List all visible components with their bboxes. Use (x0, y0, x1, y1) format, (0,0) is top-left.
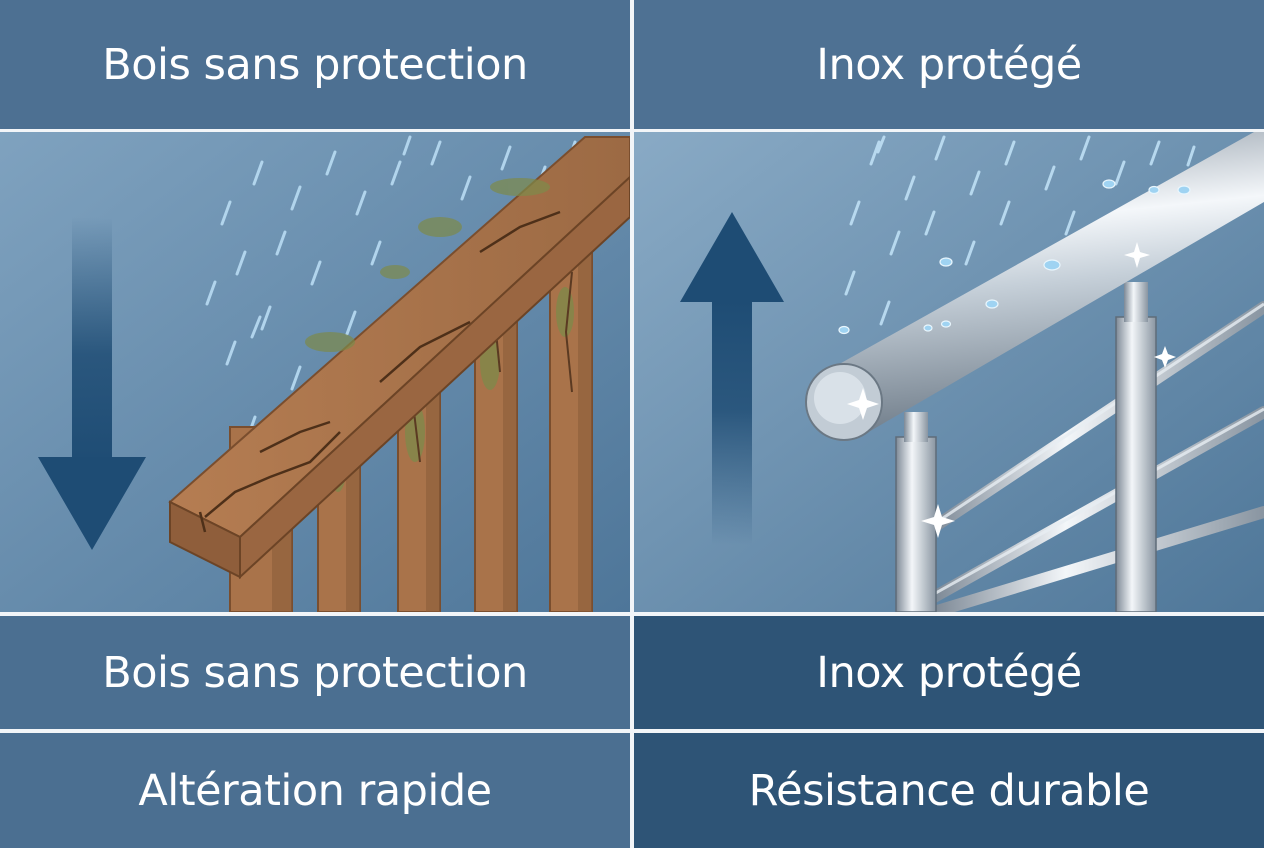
right-header-title: Inox protégé (816, 39, 1082, 90)
left-material-band: Bois sans protection (0, 616, 630, 729)
right-outcome-label: Résistance durable (748, 765, 1150, 816)
left-header-title: Bois sans protection (102, 39, 528, 90)
cracked-wood-railing (168, 136, 630, 612)
rain-icon (844, 135, 1196, 326)
left-illustration-panel (0, 132, 630, 612)
left-header-band: Bois sans protection (0, 0, 630, 129)
right-illustration-panel (634, 132, 1264, 612)
arrow-up-icon (680, 212, 784, 545)
right-material-label: Inox protégé (816, 647, 1082, 698)
stainless-steel-railing (805, 132, 1264, 612)
right-header-band: Inox protégé (634, 0, 1264, 129)
right-outcome-band: Résistance durable (634, 733, 1264, 848)
left-material-label: Bois sans protection (102, 647, 528, 698)
right-material-band: Inox protégé (634, 616, 1264, 729)
left-outcome-band: Altération rapide (0, 733, 630, 848)
wood-railing-scene (0, 132, 630, 612)
steel-railing-scene (634, 132, 1264, 612)
vertical-divider (630, 0, 634, 848)
arrow-down-icon (38, 217, 146, 550)
left-outcome-label: Altération rapide (138, 765, 492, 816)
